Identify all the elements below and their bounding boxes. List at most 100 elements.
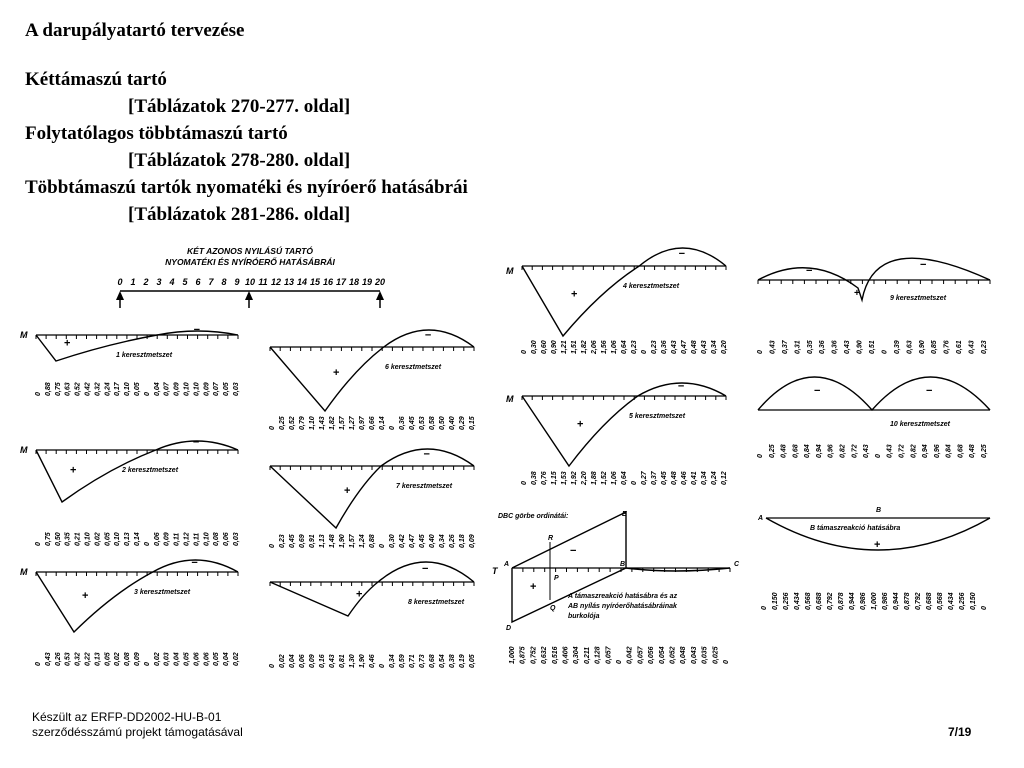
ordinate-value: 0,22 — [85, 652, 92, 666]
ordinate-value: 0,61 — [956, 340, 963, 354]
ordinate-value: 1,52 — [601, 471, 608, 485]
span-tick-label: 17 — [336, 277, 347, 287]
ordinate-value: 2,20 — [581, 471, 588, 486]
ordinate-value: 0,568 — [937, 592, 944, 610]
negative-sign: − — [814, 385, 820, 397]
ordinate-value: 0,43 — [329, 654, 336, 668]
ordinate-value: 0,84 — [804, 444, 811, 458]
ordinate-value: 0,23 — [651, 340, 658, 354]
ordinate-value: 0,06 — [223, 532, 230, 546]
ordinate-value: 0,688 — [816, 592, 823, 610]
ordinate-value: 0,516 — [552, 646, 559, 664]
ordinate-value: 0,48 — [671, 471, 678, 485]
ordinate-value: 0,63 — [906, 340, 913, 354]
ordinate-value: 1,000 — [871, 592, 878, 610]
negative-sign: − — [570, 545, 576, 557]
positive-sign: + — [333, 367, 339, 379]
ordinate-value: 0,875 — [520, 646, 527, 664]
ordinate-value: 0,150 — [772, 592, 779, 610]
ordinate-value: 0,304 — [573, 646, 580, 664]
ordinate-value: 0,03 — [233, 382, 240, 396]
ordinate-value: 0,07 — [213, 381, 220, 396]
point-label: P — [554, 575, 559, 582]
ordinate-value: 1,000 — [509, 646, 516, 664]
support-arrow — [116, 291, 124, 300]
ordinate-value: 0,53 — [65, 652, 72, 666]
ordinate-value: 0,10 — [203, 532, 210, 546]
ordinate-value: 0,50 — [55, 532, 62, 546]
influence-curve — [757, 376, 991, 412]
section-caption: 4 keresztmetszet — [622, 283, 680, 290]
span-tick-label: 9 — [234, 277, 239, 287]
ordinate-value: 0,986 — [860, 592, 867, 610]
span-tick-label: 18 — [349, 277, 359, 287]
ordinate-value: 0,256 — [783, 592, 790, 610]
ordinate-value: 0,10 — [193, 382, 200, 396]
ordinate-value: 0,05 — [223, 382, 230, 396]
ordinate-value: 0,31 — [794, 340, 801, 354]
ordinate-value: 0,05 — [184, 652, 191, 666]
ordinate-value: 0,48 — [781, 444, 788, 458]
ordinate-value: 0,45 — [419, 534, 426, 548]
ordinate-value: 0,85 — [931, 340, 938, 354]
ordinate-value: 0,24 — [711, 471, 718, 485]
ordinate-value: 0,42 — [85, 382, 92, 396]
section-caption: 10 keresztmetszet — [890, 421, 951, 428]
figure-heading: KÉT AZONOS NYILÁSÚ TARTÓ — [187, 245, 313, 256]
ordinate-value: 0,02 — [94, 532, 101, 546]
section-caption: 7 keresztmetszet — [396, 483, 453, 490]
ordinate-value: 0 — [757, 454, 764, 458]
ordinate-value: 0,23 — [631, 340, 638, 354]
ordinate-value: 0,406 — [563, 646, 570, 664]
ordinate-value: 0,94 — [922, 444, 929, 458]
ordinate-value: 0,43 — [671, 340, 678, 354]
ordinate-value: 0,02 — [233, 652, 240, 666]
ordinate-value: 1,57 — [339, 415, 346, 430]
span-tick-label: 11 — [258, 277, 267, 287]
influence-curve — [35, 330, 239, 362]
span-tick-label: 12 — [271, 277, 281, 287]
ordinate-value: 0,69 — [299, 534, 306, 548]
section-caption: 5 keresztmetszet — [629, 413, 686, 420]
ordinate-value: 1,82 — [329, 416, 336, 430]
ordinate-value: 0,150 — [970, 592, 977, 610]
ordinate-value: 0,43 — [769, 340, 776, 354]
point-label: A — [757, 515, 763, 522]
ordinate-value: 0,35 — [65, 532, 72, 546]
positive-sign: + — [577, 419, 583, 431]
ordinate-value: 0,79 — [299, 416, 306, 430]
positive-sign: + — [874, 539, 880, 551]
reaction-influence-panel: ABCB támaszreakció hatásábra+00,1500,256… — [757, 507, 991, 610]
ordinate-value: 0,11 — [174, 533, 181, 546]
ordinate-value: 1,30 — [349, 654, 356, 668]
ordinate-value: 0,04 — [174, 652, 181, 666]
ordinate-value: 0,88 — [45, 382, 52, 396]
ordinate-value: 0,45 — [409, 416, 416, 430]
ordinate-value: 0,15 — [469, 416, 476, 430]
ordinate-value: 0 — [379, 664, 386, 668]
span-schematic: KÉT AZONOS NYILÁSÚ TARTÓ NYOMATÉKI ÉS NY… — [116, 245, 385, 308]
ordinate-value: 0,68 — [957, 444, 964, 458]
ordinate-value: 0,02 — [114, 652, 121, 666]
ordinate-value: 1,51 — [571, 340, 578, 354]
ordinate-value: 0,08 — [213, 532, 220, 546]
ordinate-value: 0,54 — [439, 654, 446, 668]
ordinate-value: 0,057 — [605, 645, 612, 664]
ordinate-value: 0 — [144, 542, 151, 546]
ordinate-value: 0,08 — [124, 652, 131, 666]
ordinate-value: 0 — [875, 454, 882, 458]
ordinate-value: 0,18 — [459, 534, 466, 548]
ordinate-value: 0,19 — [459, 654, 466, 668]
ordinate-value: 0,63 — [65, 382, 72, 396]
ordinate-value: 0,46 — [369, 654, 376, 668]
ordinate-value: 0,72 — [851, 444, 858, 458]
point-label: A — [503, 561, 509, 568]
ordinate-value: 0,45 — [661, 471, 668, 485]
